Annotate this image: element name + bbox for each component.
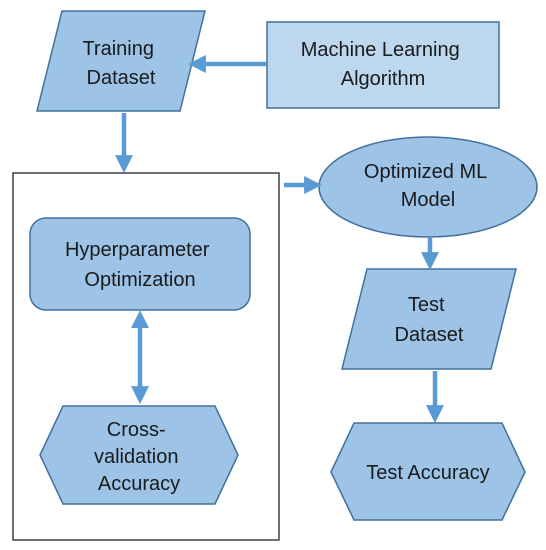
optimized-model-label-line1: Optimized ML xyxy=(364,161,487,183)
cross-validation-label-line3: Accuracy xyxy=(98,473,180,495)
test-dataset-shape xyxy=(341,268,517,370)
svg-text:Hyperparameter Optimizat: Hyperparameter Optimization xyxy=(65,239,215,291)
cross-validation-accuracy-shape xyxy=(39,405,239,505)
svg-text:Training Dataset: Training Dataset xyxy=(82,38,159,89)
optimization-frame xyxy=(12,172,280,541)
svg-text:Test Dataset: Test Dataset xyxy=(395,294,464,346)
svg-text:Test Accuracy: Test Accuracy xyxy=(366,462,489,484)
test-accuracy-label: Test Accuracy xyxy=(366,462,489,484)
svg-text:Machine Learning Algorit: Machine Learning Algorithm xyxy=(301,39,466,90)
training-dataset-label-line2: Dataset xyxy=(87,67,156,89)
hyperparameter-optimization-shape xyxy=(29,217,251,311)
optimized-model-label-line2: Model xyxy=(401,189,455,211)
training-dataset-shape xyxy=(36,10,206,112)
test-dataset-node: Test Dataset xyxy=(341,268,517,370)
ml-algorithm-label-line1: Machine Learning xyxy=(301,39,460,61)
test-dataset-label-line2: Dataset xyxy=(395,324,464,346)
svg-text:Optimized ML Model: Optimized ML Model xyxy=(364,161,492,211)
training-dataset-label-line1: Training xyxy=(82,38,154,60)
hyperparameter-optimization-label-line1: Hyperparameter xyxy=(65,239,210,261)
svg-text:Cross- validation: Cross- validation Accuracy xyxy=(94,419,184,495)
optimized-model-shape xyxy=(318,136,538,238)
test-accuracy-shape xyxy=(330,422,526,521)
training-dataset-node: Training Dataset xyxy=(36,10,206,112)
cross-validation-accuracy-node: Cross- validation Accuracy xyxy=(39,405,239,505)
cross-validation-label-line2: validation xyxy=(94,446,179,468)
hyperparameter-optimization-node: Hyperparameter Optimization xyxy=(29,217,251,311)
test-accuracy-node: Test Accuracy xyxy=(330,422,526,521)
cross-validation-label-line1: Cross- xyxy=(107,419,166,441)
test-dataset-label-line1: Test xyxy=(408,294,445,316)
ml-algorithm-node: Machine Learning Algorithm xyxy=(266,21,500,109)
optimized-model-node: Optimized ML Model xyxy=(318,136,538,238)
hyperparameter-optimization-label-line2: Optimization xyxy=(84,269,195,291)
ml-algorithm-label-line2: Algorithm xyxy=(341,68,425,90)
ml-algorithm-shape xyxy=(266,21,500,109)
